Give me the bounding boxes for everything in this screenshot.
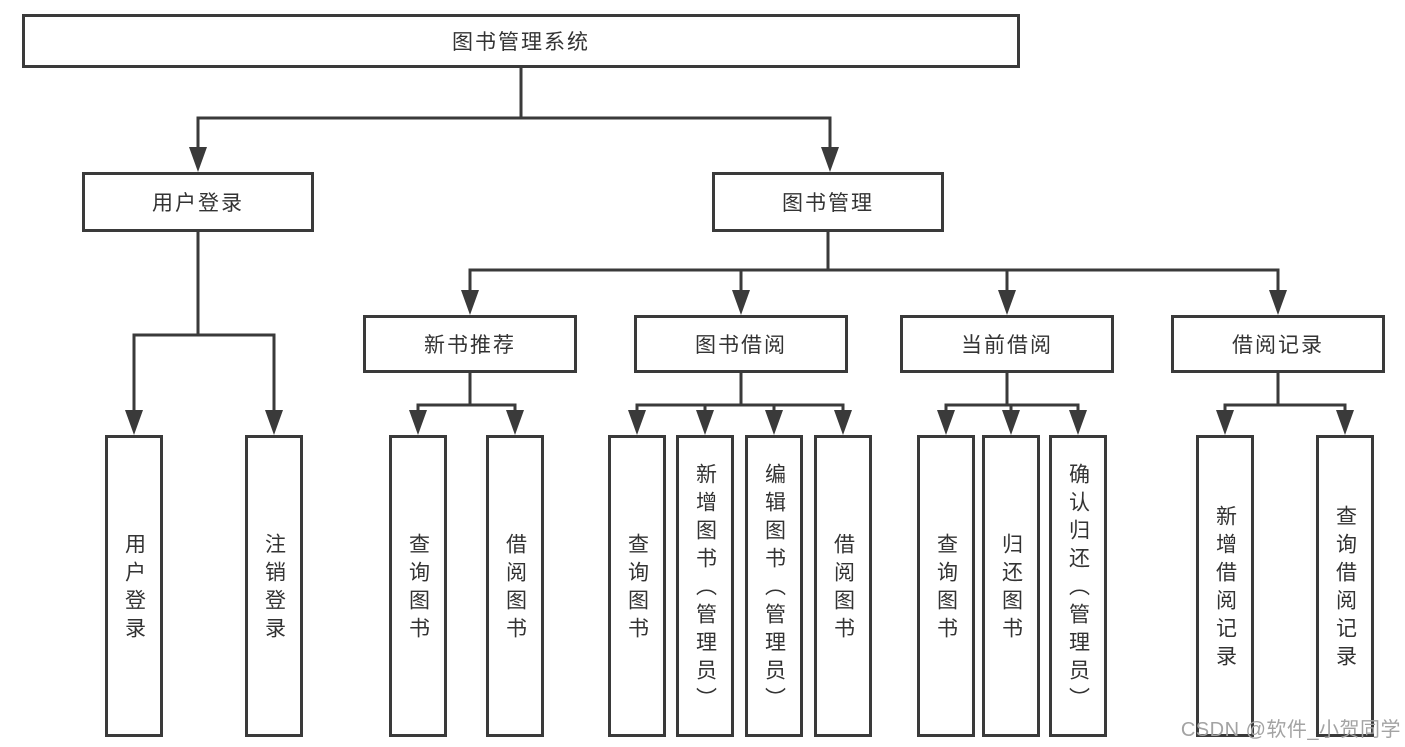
node-book-borrow: 图书借阅	[634, 315, 848, 373]
node-root-system: 图书管理系统	[22, 14, 1020, 68]
node-new-book-recommend: 新书推荐	[363, 315, 577, 373]
node-current-borrow: 当前借阅	[900, 315, 1114, 373]
leaf-add-borrow-record: 新增借阅记录	[1196, 435, 1254, 737]
leaf-confirm-return-admin: 确认归还（管理员）	[1049, 435, 1107, 737]
leaf-query-books-current: 查询图书	[917, 435, 975, 737]
leaf-user-login: 用户登录	[105, 435, 163, 737]
leaf-query-books-borrow: 查询图书	[608, 435, 666, 737]
leaf-add-books-admin: 新增图书（管理员）	[676, 435, 734, 737]
leaf-borrow-books-recommend: 借阅图书	[486, 435, 544, 737]
leaf-logout: 注销登录	[245, 435, 303, 737]
leaf-borrow-books: 借阅图书	[814, 435, 872, 737]
leaf-edit-books-admin: 编辑图书（管理员）	[745, 435, 803, 737]
leaf-return-books: 归还图书	[982, 435, 1040, 737]
leaf-query-books-recommend: 查询图书	[389, 435, 447, 737]
csdn-watermark: CSDN @软件_小贺同学	[1180, 719, 1401, 741]
leaf-query-borrow-record: 查询借阅记录	[1316, 435, 1374, 737]
node-borrow-records: 借阅记录	[1171, 315, 1385, 373]
node-user-login-branch: 用户登录	[82, 172, 314, 232]
node-book-management-branch: 图书管理	[712, 172, 944, 232]
